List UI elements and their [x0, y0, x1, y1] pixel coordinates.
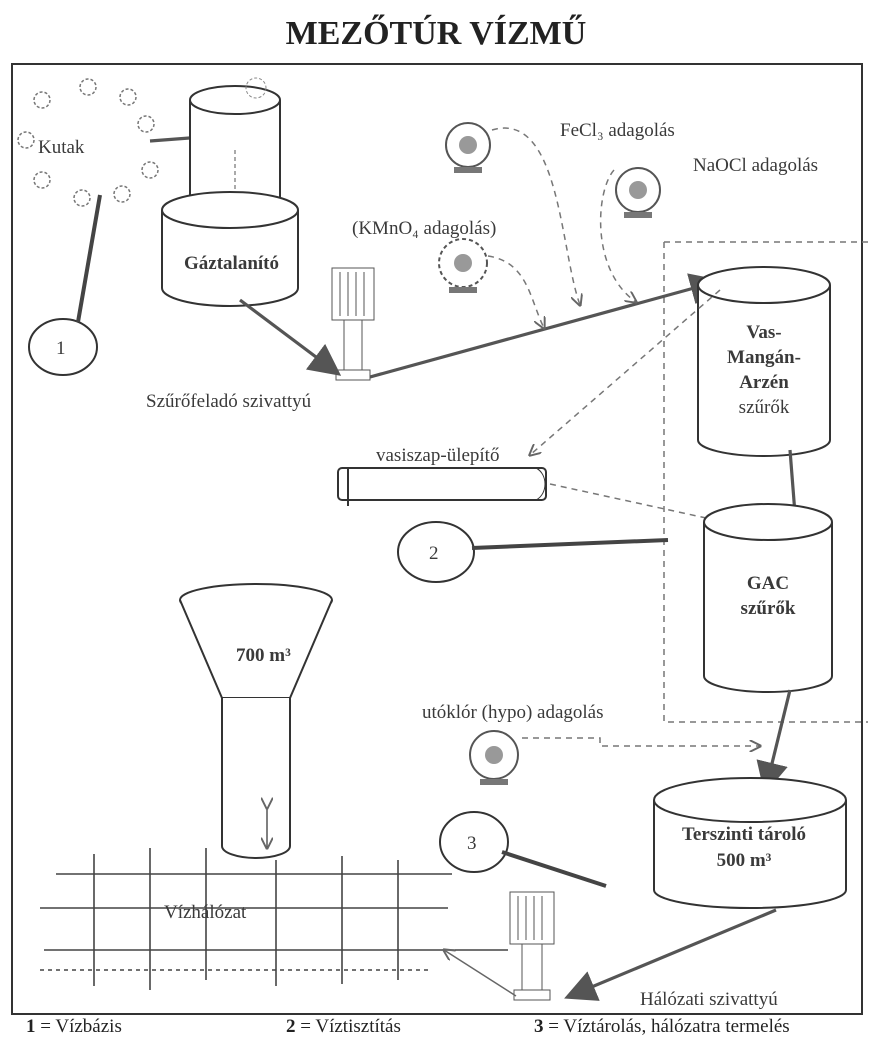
iron-filter-line-3: Arzén [739, 372, 789, 393]
iron-filter-line-2: Mangán- [727, 347, 801, 368]
iron-filter-line-4: szűrők [739, 397, 790, 418]
post-chlorination-line [522, 737, 760, 746]
marker-2: 2 [429, 543, 439, 564]
network-pump-label: Hálózati szivattyú [640, 989, 778, 1010]
ground-tank-line-1: Terszinti tároló [682, 824, 806, 845]
naocl-label: NaOCl adagolás [693, 155, 818, 176]
post-chlorination-pump [469, 730, 519, 785]
naocl-dosing-pump [615, 167, 661, 218]
legend-sep-3: = [543, 1016, 564, 1037]
ground-tank-line-2: 500 m³ [717, 850, 772, 871]
treatment-zone-border [663, 242, 868, 723]
legend-sep-1: = [35, 1016, 56, 1037]
wells-ring [17, 78, 159, 207]
legend-text-1: Vízbázis [55, 1016, 122, 1037]
sludge-settler [337, 467, 547, 506]
post-chlorination-label: utóklór (hypo) adagolás [422, 702, 604, 723]
callout-3 [439, 811, 607, 888]
backwash-to-settler-line [530, 289, 721, 455]
fecl3-line [491, 127, 580, 305]
legend-num-2: 2 [286, 1016, 296, 1037]
degasser [161, 77, 299, 307]
legend-text-3: Víztárolás, hálózatra termelés [563, 1016, 790, 1037]
network-grid [40, 848, 508, 990]
legend-text-2: Víztisztítás [315, 1016, 401, 1037]
diagram-frame [11, 63, 863, 1015]
iron-filter-line-1: Vas- [746, 322, 781, 343]
callout-1 [28, 194, 102, 376]
gac-filter-tank [703, 503, 833, 693]
fecl3-dosing-pump [445, 122, 491, 173]
callout-2 [397, 521, 669, 583]
legend-item-1: 1 = Vízbázis [26, 1016, 122, 1038]
network-pump [509, 891, 555, 1001]
legend: 1 = Vízbázis 2 = Víztisztítás 3 = Víztár… [0, 1016, 872, 1046]
legend-sep-2: = [295, 1016, 316, 1037]
filter-feed-pump [331, 267, 375, 381]
iron-filter-tank [697, 266, 831, 457]
network-label: Vízhálózat [164, 902, 247, 923]
marker-1: 1 [56, 338, 66, 359]
gac-filter-line-1: GAC [747, 573, 789, 594]
kmno4-dosing-pump [438, 238, 488, 293]
marker-3: 3 [467, 833, 477, 854]
settler-label: vasiszap-ülepítő [376, 445, 499, 466]
degasser-label: Gáztalanító [184, 253, 279, 274]
gac-filter-line-2: szűrők [741, 598, 796, 619]
tank-to-pump-arrow [564, 908, 777, 1001]
legend-item-3: 3 = Víztárolás, hálózatra termelés [534, 1016, 790, 1038]
degasser-to-pump-arrow [239, 298, 342, 376]
pump-label: Szűrőfeladó szivattyú [146, 391, 312, 412]
ground-tank [653, 777, 847, 909]
legend-num-3: 3 [534, 1016, 544, 1037]
wells-label: Kutak [38, 137, 85, 158]
legend-item-2: 2 = Víztisztítás [286, 1016, 401, 1038]
water-tower [179, 583, 333, 859]
pump-to-filter-arrow [369, 273, 723, 379]
pump-to-network-arrow [444, 950, 517, 997]
gac-to-tank-arrow [756, 689, 792, 795]
kmno4-line [487, 255, 544, 328]
kmno4-label: (KMnO₄ adagolás) [352, 218, 496, 239]
fecl3-label: FeCl₃ adagolás [560, 120, 675, 141]
legend-num-1: 1 [26, 1016, 36, 1037]
page-title: MEZŐTÚR VÍZMŰ [286, 14, 587, 52]
tower-volume-label: 700 m³ [236, 645, 291, 666]
gac-backwash-line [549, 483, 707, 519]
naocl-line [599, 169, 636, 302]
